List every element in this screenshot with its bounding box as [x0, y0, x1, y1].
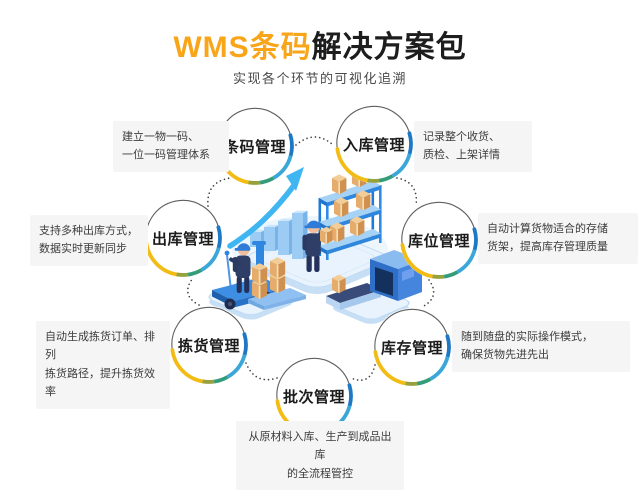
page-title: WMS条码解决方案包 [0, 22, 640, 66]
node-outbound: 出库管理 [143, 198, 223, 278]
node-label-outbound: 出库管理 [151, 230, 214, 248]
node-label-picking: 拣货管理 [177, 337, 240, 355]
connector-location-inventory [421, 279, 435, 308]
note-picking: 自动生成拣货订单、排列 拣货路径，提升拣货效率 [36, 321, 170, 409]
node-inventory: 库存管理 [372, 307, 452, 387]
title-highlight: WMS条码 [173, 31, 312, 64]
connector-picking-outbound [186, 277, 200, 306]
node-picking: 拣货管理 [169, 305, 249, 385]
node-ring-icon [400, 201, 478, 279]
connector-inventory-batch [350, 364, 376, 382]
node-inbound: 入库管理 [334, 104, 414, 184]
title-rest: 解决方案包 [311, 31, 467, 64]
pallet-truck-icon [212, 241, 306, 310]
node-ring-icon [335, 105, 413, 183]
connector-batch-picking [245, 362, 278, 381]
worker-icon [302, 220, 333, 272]
connector-inbound-location [396, 177, 418, 207]
node-ring-icon [373, 308, 451, 386]
note-batch: 从原材料入库、生产到成品出库 的全流程管控 [236, 421, 404, 491]
note-outbound: 支持多种出库方式， 数据实时更新同步 [30, 215, 148, 266]
note-inbound: 记录整个收货、 质检、上架详情 [414, 121, 532, 172]
node-label-batch: 批次管理 [282, 388, 345, 406]
node-label-inventory: 库存管理 [380, 339, 443, 357]
node-barcode: 条码管理 [215, 106, 295, 186]
arrow-up-icon [227, 167, 304, 249]
note-barcode: 建立一物一码、 一位一码管理体系 [113, 121, 229, 172]
connector-outbound-barcode [207, 177, 231, 207]
node-ring-icon [170, 306, 248, 384]
note-inventory: 随到随盘的实际操作模式， 确保货物先进先出 [452, 321, 630, 372]
page-subtitle: 实现各个环节的可视化追溯 [232, 71, 407, 86]
node-label-barcode: 条码管理 [223, 138, 286, 156]
node-location: 库位管理 [399, 200, 479, 280]
node-label-inbound: 入库管理 [342, 136, 405, 154]
note-location: 自动计算货物适合的存储 货架，提高库存管理质量 [478, 213, 638, 264]
node-label-location: 库位管理 [407, 232, 470, 250]
connector-lines [186, 136, 435, 382]
connector-barcode-inbound [295, 136, 334, 146]
